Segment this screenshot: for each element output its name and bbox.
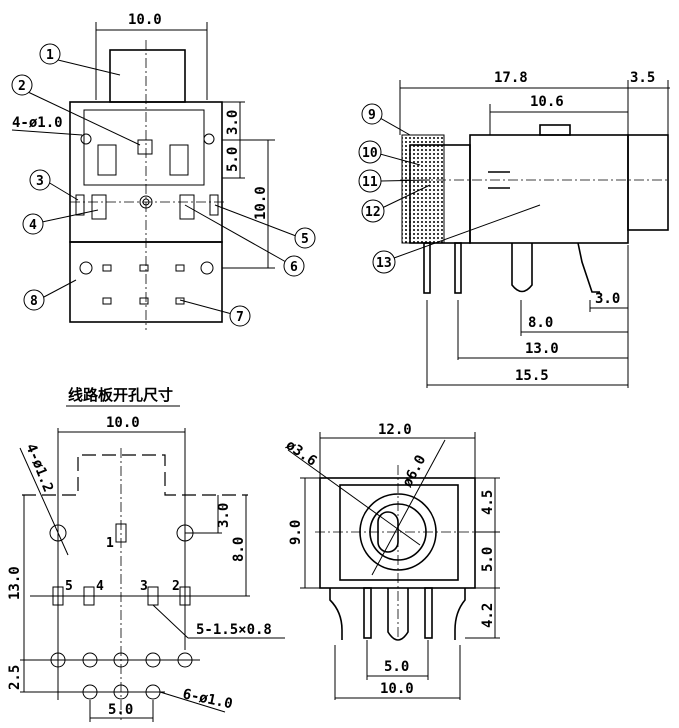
dim-3-5: 3.5 [630,70,655,86]
dim-15-5: 15.5 [515,368,549,384]
callout-9: 9 [361,103,411,136]
pin-3-label: 3 [140,579,148,594]
callout-7: 7 [179,299,251,327]
callout-13: 13 [372,204,541,274]
dim-3-0: 3.0 [595,291,620,307]
dim-8-0: 8.0 [231,537,247,562]
svg-text:10: 10 [362,146,378,161]
dim-3-0: 3.0 [216,503,232,528]
dim-17-8: 17.8 [494,70,528,86]
callout-4: 4 [22,209,99,235]
dim-5-0: 5.0 [480,547,496,572]
pcb-layout: 线路板开孔尺寸 10.0 1 5 4 3 2 5-1.5×0.8 13.0 2.… [7,386,285,722]
plug-housing [109,49,186,103]
svg-text:1: 1 [46,48,54,63]
dim-3-0: 3.0 [225,110,241,135]
front-view: 10.0 3.0 5.0 10.0 4-ø1.0 1 2 3 4 [11,12,316,330]
callout-10: 10 [358,140,421,166]
svg-text:12: 12 [365,205,381,220]
callout-5: 5 [214,204,316,249]
hole-note: 4-ø1.2 [22,442,56,495]
dim-8-0: 8.0 [528,315,553,331]
callout-2: 2 [11,74,141,146]
pin-span: 5.0 [384,659,409,675]
dia-small: ø3.6 [283,437,320,469]
dim-4-2: 4.2 [480,603,496,628]
callout-11: 11 [358,169,431,193]
pad-note: 6-ø1.0 [181,686,234,712]
side-view: 17.8 3.5 10.6 3.0 8.0 13.0 15.5 9 10 11 … [358,70,670,388]
svg-text:8: 8 [30,294,38,309]
svg-text:11: 11 [362,175,378,190]
svg-text:7: 7 [236,310,244,325]
side-plug [627,134,669,231]
dim-2-5: 2.5 [7,665,23,690]
rear-body [319,477,476,589]
callout-3: 3 [29,169,79,201]
svg-text:5: 5 [301,232,309,247]
hatched-section [401,134,445,244]
pin-4-label: 4 [96,579,104,594]
width-dimension: 10.0 [106,415,140,431]
svg-text:4: 4 [29,218,37,233]
pcb-layout-title: 线路板开孔尺寸 [68,386,173,404]
dim-4-5: 4.5 [480,490,496,515]
svg-text:9: 9 [368,108,376,123]
height-dim: 9.0 [288,520,304,545]
hole-note: 4-ø1.0 [12,115,63,131]
dim-5-0: 5.0 [108,702,133,718]
dim-13-0: 13.0 [525,341,559,357]
svg-text:6: 6 [290,260,298,275]
side-body [469,134,629,244]
pin-note: 5-1.5×0.8 [196,622,272,638]
dim-13-0: 13.0 [7,566,23,600]
svg-text:3: 3 [36,174,44,189]
dim-5-0: 5.0 [225,147,241,172]
callout-1: 1 [39,43,121,76]
pin-2-label: 2 [172,579,180,594]
callout-8: 8 [23,279,77,311]
pin-5-label: 5 [65,579,73,594]
rear-view: 12.0 ø3.6 ø6.0 9.0 4.5 5.0 4.2 5.0 10.0 [283,422,500,700]
pin-1-label: 1 [106,536,114,551]
jack-base [69,241,223,323]
dim-10-6: 10.6 [530,94,564,110]
svg-text:2: 2 [18,79,26,94]
callout-12: 12 [361,184,431,223]
svg-text:13: 13 [376,256,392,271]
callout-6: 6 [184,204,305,277]
base-width: 10.0 [380,681,414,697]
width-dimension: 12.0 [378,422,412,438]
width-dimension: 10.0 [128,12,162,28]
dim-10-0: 10.0 [253,186,269,220]
